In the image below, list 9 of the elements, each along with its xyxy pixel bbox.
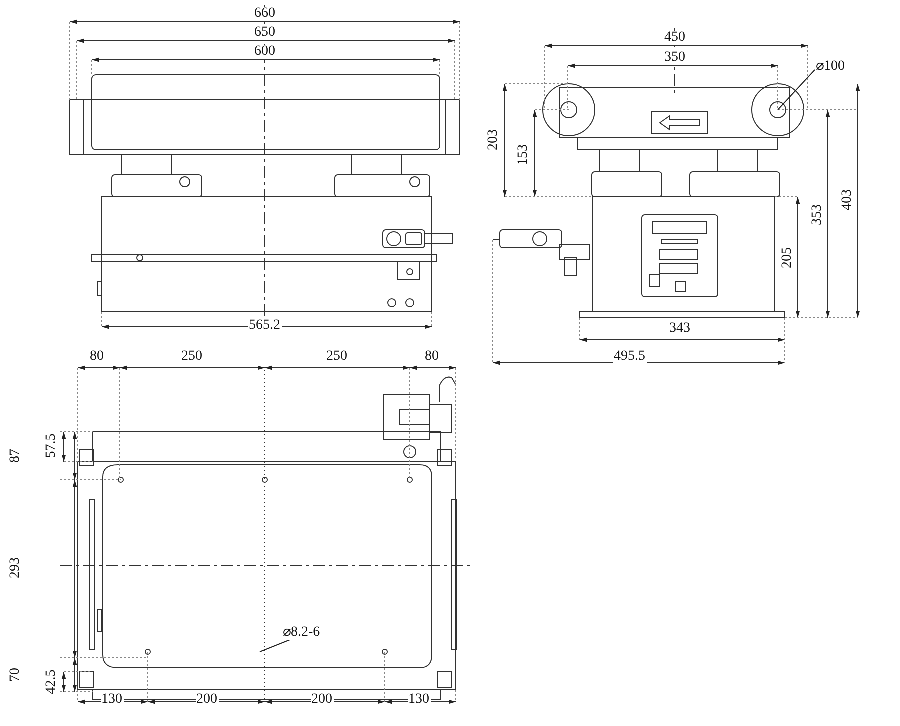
- leader-line: [260, 640, 290, 652]
- dimension-label: 650: [254, 26, 276, 40]
- dimension-label: 350: [664, 51, 686, 65]
- dimension-label: 495.5: [613, 350, 646, 364]
- dimension-label: 450: [664, 31, 686, 45]
- diameter-callout: ⌀8.2-6: [282, 626, 322, 640]
- dimension-label: 600: [254, 45, 276, 59]
- leader-line: [778, 70, 816, 110]
- diameter-callout: ⌀100: [815, 60, 846, 74]
